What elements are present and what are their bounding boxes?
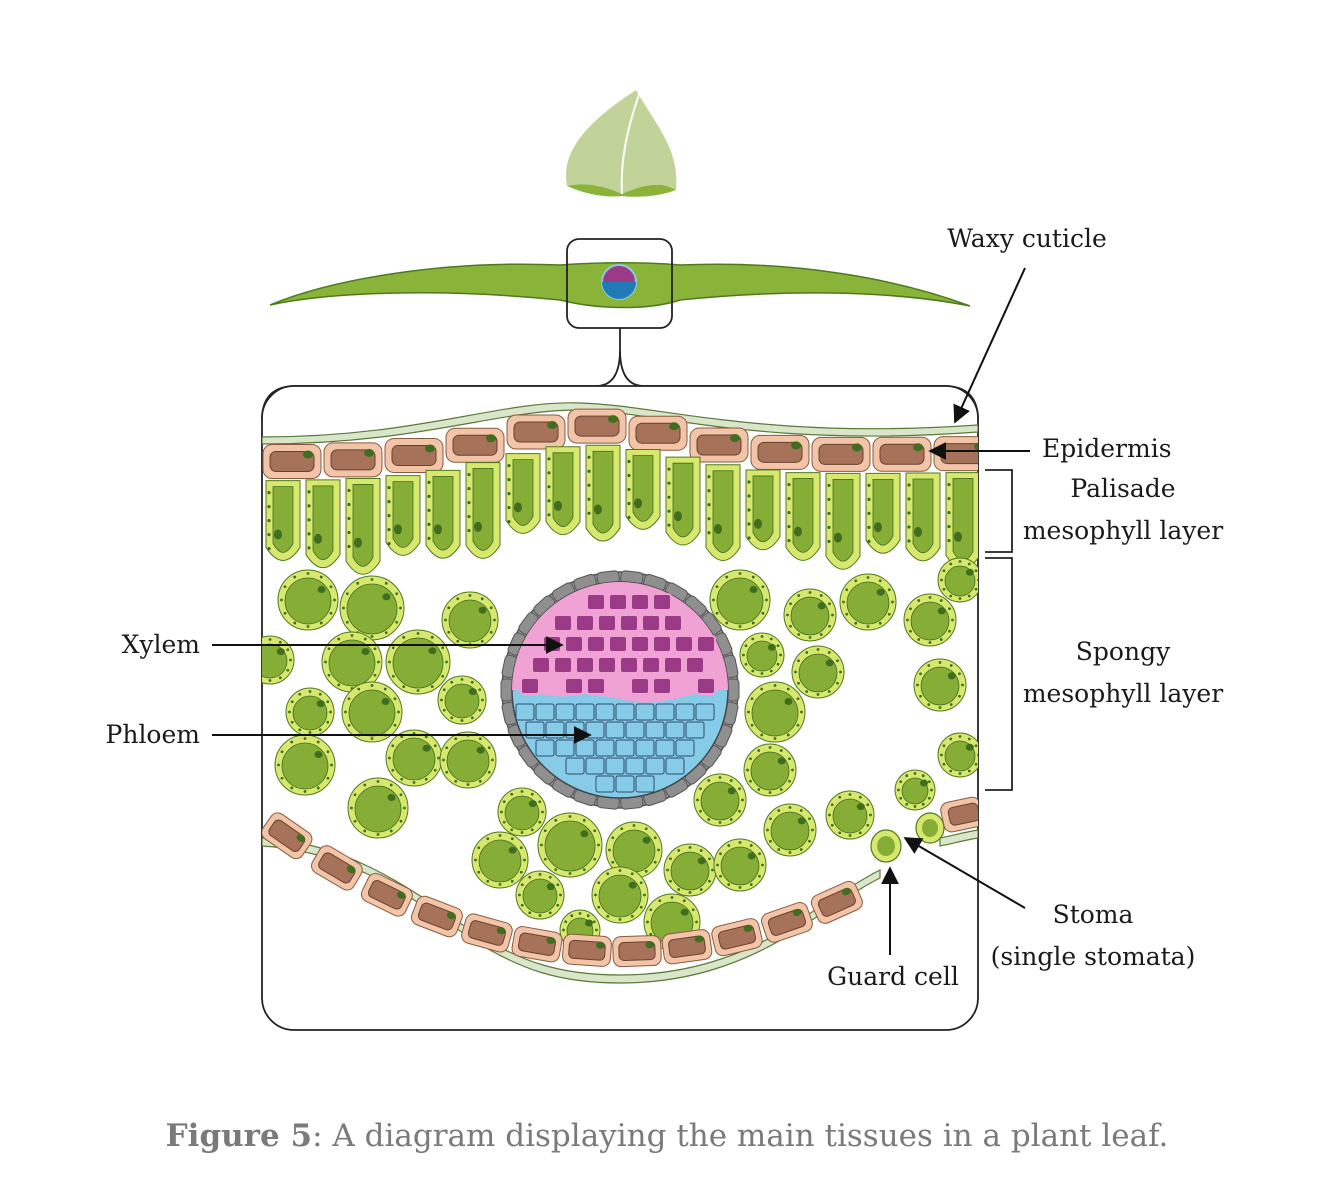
- label-phloem: Phloem: [106, 720, 201, 749]
- guard-cells: [870, 812, 945, 863]
- upper-epidermis: [262, 408, 978, 480]
- figure-number: Figure 5: [165, 1118, 313, 1154]
- phloem-cells: [515, 703, 715, 793]
- palisade-bracket: [985, 469, 1013, 553]
- upper-cuticle: [262, 402, 978, 445]
- detail-panel: [261, 385, 979, 1031]
- label-spongy-2: mesophyll layer: [1023, 679, 1223, 708]
- waxy-cuticle-arrow: [953, 267, 1026, 424]
- label-waxy-cuticle: Waxy cuticle: [947, 224, 1107, 253]
- caption-text: : A diagram displaying the main tissues …: [312, 1118, 1169, 1154]
- palisade-mesophyll: [265, 444, 978, 575]
- lower-epidermis: [262, 796, 978, 968]
- stoma-arrow: [903, 837, 1026, 909]
- label-spongy-1: Spongy: [1076, 637, 1171, 666]
- leaf-icon: [565, 90, 677, 197]
- label-palisade-1: Palisade: [1070, 474, 1175, 503]
- spongy-bracket: [985, 557, 1013, 791]
- label-palisade-2: mesophyll layer: [1023, 516, 1223, 545]
- label-xylem: Xylem: [122, 630, 201, 659]
- label-guard-cell: Guard cell: [827, 962, 959, 991]
- leaf-cross-section-overview: [269, 238, 971, 329]
- figure-caption: Figure 5: A diagram displaying the main …: [0, 1118, 1334, 1154]
- label-stoma-2: (single stomata): [991, 942, 1196, 971]
- label-stoma-1: Stoma: [1053, 900, 1134, 929]
- label-epidermis: Epidermis: [1042, 434, 1172, 463]
- vascular-bundle: [500, 570, 740, 810]
